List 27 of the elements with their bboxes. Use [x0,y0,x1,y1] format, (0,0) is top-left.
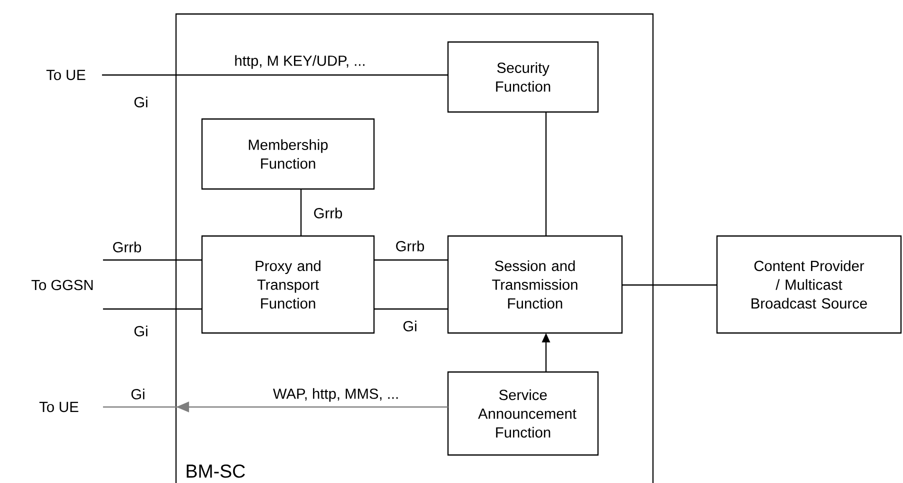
connector [545,112,547,236]
edge-label: Grrb [111,240,143,254]
connector [374,259,448,261]
edge-label: WAP, http, MMS, ... [272,387,400,403]
connector [374,308,448,310]
interface-label: To UE [46,70,86,80]
function-box: Session and Transmission Function [447,235,623,334]
connector [300,189,302,236]
edge-label: Grrb [312,206,344,220]
function-box: Membership Function [201,118,375,190]
connector [103,402,448,412]
connector [622,284,717,286]
interface-label: Gi [131,388,144,400]
edge-label: Grrb [394,239,426,253]
edge-label: http, M KEY/UDP, ... [233,54,367,70]
function-box: Content Provider / Multicast Broadcast Source [716,235,902,334]
interface-label: To GGSN [32,280,93,290]
edge-label: Gi [402,319,418,333]
interface-label: Gi [134,96,148,108]
edge-label: Gi [132,324,150,338]
function-box: Security Function [447,41,599,113]
interface-label: To UE [39,402,78,412]
function-box: Proxy and Transport Function [201,235,375,334]
connector [103,259,202,261]
connector [102,74,448,76]
function-box: Service Announcement Function [447,371,599,456]
connector [103,308,202,310]
